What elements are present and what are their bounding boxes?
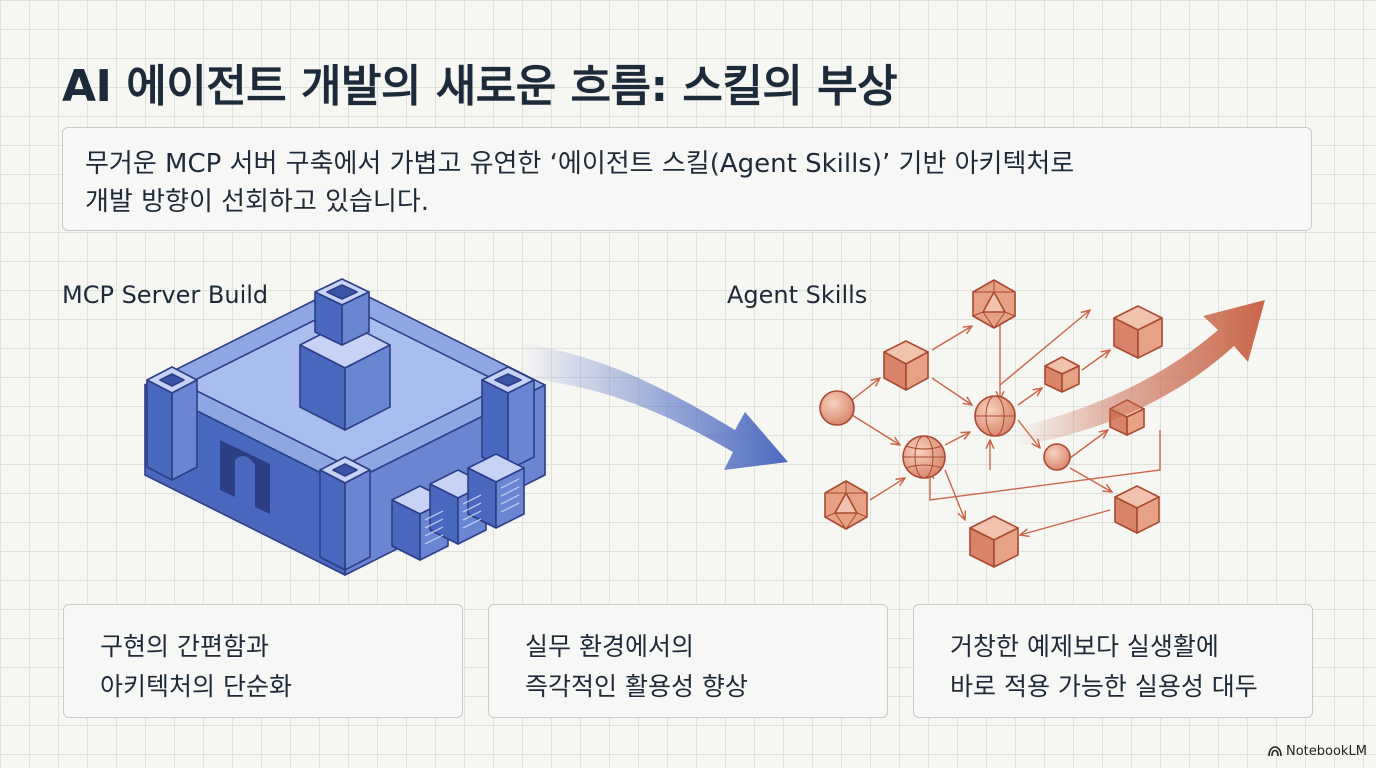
page-title: AI 에이전트 개발의 새로운 흐름: 스킬의 부상 <box>62 61 898 112</box>
transition-arrow-icon <box>520 343 788 470</box>
card-line: 거창한 예제보다 실생활에 <box>950 632 1219 661</box>
skill-network-links-icon <box>851 310 1161 535</box>
card-line: 즉각적인 활용성 향상 <box>525 672 748 701</box>
intro-line-1: 무거운 MCP 서버 구축에서 가볍고 유연한 ‘에이전트 스킬(Agent S… <box>85 149 1075 179</box>
intro-box: 무거운 MCP 서버 구축에서 가볍고 유연한 ‘에이전트 스킬(Agent S… <box>62 127 1312 231</box>
card-line: 구현의 간편함과 <box>100 632 269 661</box>
card-line: 바로 적용 가능한 실용성 대두 <box>950 672 1258 701</box>
benefit-card-simplicity: 구현의 간편함과 아키텍처의 단순화 <box>63 604 463 718</box>
card-line: 아키텍처의 단순화 <box>100 672 292 701</box>
growth-arrow-icon <box>1015 300 1265 446</box>
card-line: 실무 환경에서의 <box>525 632 694 661</box>
brand-label: NotebookLM <box>1286 744 1367 759</box>
notebooklm-brand: NotebookLM <box>1268 744 1367 759</box>
mcp-server-fortress-icon <box>144 278 546 576</box>
intro-line-2: 개발 방향이 선회하고 있습니다. <box>85 187 430 217</box>
benefit-card-usability: 실무 환경에서의 즉각적인 활용성 향상 <box>488 604 888 718</box>
mcp-server-label: MCP Server Build <box>62 281 269 309</box>
agent-skills-label: Agent Skills <box>727 281 868 309</box>
notebooklm-logo-icon <box>1268 746 1282 757</box>
skill-nodes-icon <box>819 279 1163 568</box>
benefit-card-practicality: 거창한 예제보다 실생활에 바로 적용 가능한 실용성 대두 <box>913 604 1313 718</box>
server-rack-lines-icon <box>424 478 520 545</box>
